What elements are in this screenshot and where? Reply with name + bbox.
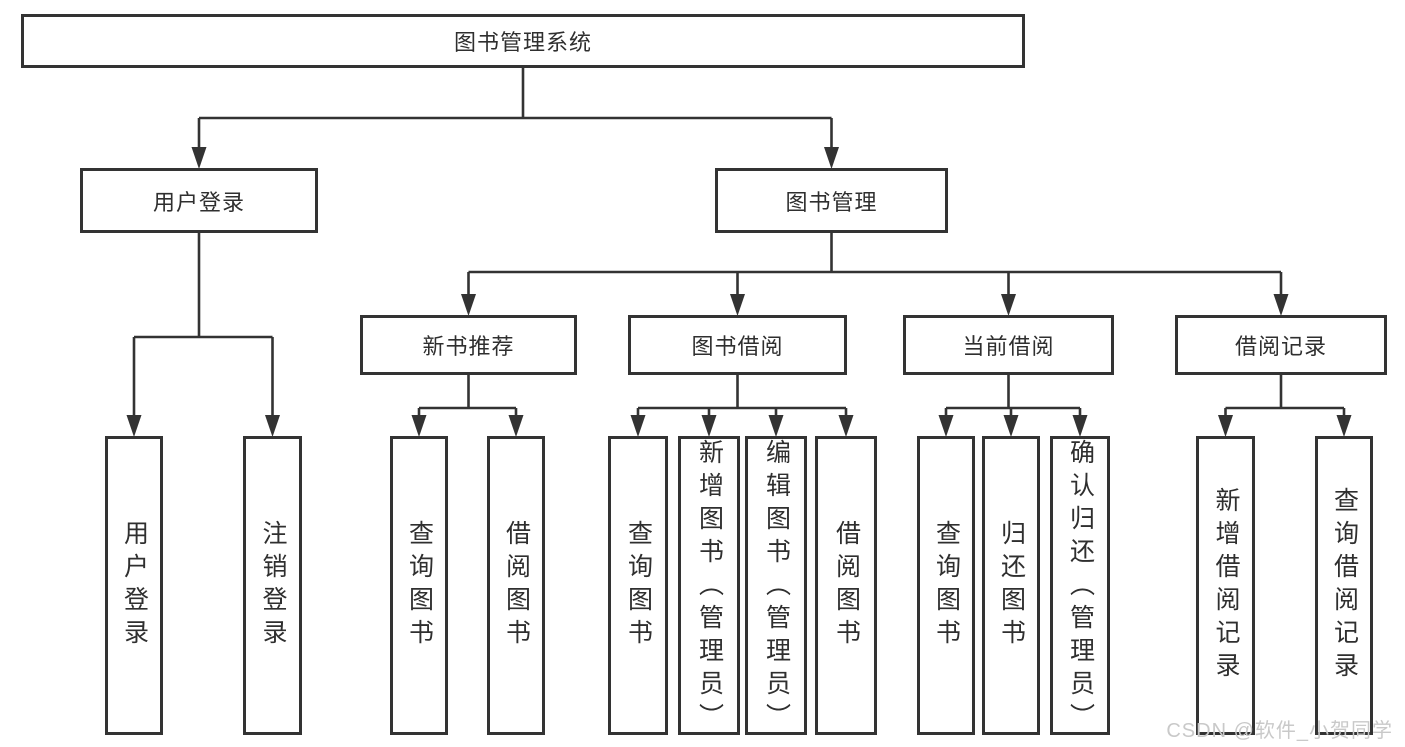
node-cb-query-books: 查询图书 xyxy=(917,436,975,735)
node-label: 借阅图书 xyxy=(502,519,531,652)
node-label: 当前借阅 xyxy=(962,334,1055,359)
node-login: 用户登录 xyxy=(105,436,163,735)
node-bb-borrow-books: 借阅图书 xyxy=(815,436,877,735)
node-bb-query-books: 查询图书 xyxy=(608,436,668,735)
node-rec-borrow-books: 借阅图书 xyxy=(487,436,545,735)
node-br-add-record: 新增借阅记录 xyxy=(1196,436,1255,735)
node-bb-add-books: 新增图书（管理员） xyxy=(678,436,740,736)
node-br-query-record: 查询借阅记录 xyxy=(1315,436,1373,735)
node-label: 借阅图书 xyxy=(832,519,861,652)
node-label: 注销登录 xyxy=(259,519,287,652)
node-rec-query-books: 查询图书 xyxy=(390,436,448,735)
node-label: 新书推荐 xyxy=(422,334,515,359)
node-label: 借阅记录 xyxy=(1234,334,1327,359)
node-label: 查询借阅记录 xyxy=(1330,486,1359,685)
node-current-borrow: 当前借阅 xyxy=(903,315,1114,375)
node-label: 查询图书 xyxy=(405,519,434,652)
node-new-book-rec: 新书推荐 xyxy=(360,315,577,375)
node-label: 图书管理系统 xyxy=(453,30,592,55)
node-label: 图书管理 xyxy=(785,189,878,215)
node-bb-edit-books: 编辑图书（管理员） xyxy=(745,436,807,736)
node-label: 查询图书 xyxy=(624,519,653,652)
node-label: 用户登录 xyxy=(120,519,149,652)
node-logout: 注销登录 xyxy=(243,436,302,735)
node-label: 图书借阅 xyxy=(691,334,784,359)
node-user-login: 用户登录 xyxy=(80,168,318,233)
node-label: 查询图书 xyxy=(932,519,961,652)
node-borrow-records: 借阅记录 xyxy=(1175,315,1387,375)
node-book-borrow: 图书借阅 xyxy=(628,315,847,375)
node-label: 归还图书 xyxy=(997,519,1026,652)
node-label: 编辑图书（管理员） xyxy=(762,439,791,736)
node-book-mgmt: 图书管理 xyxy=(715,168,948,233)
node-cb-confirm-return: 确认归还（管理员） xyxy=(1050,436,1110,736)
node-label: 新增图书（管理员） xyxy=(695,439,724,736)
node-label: 用户登录 xyxy=(152,189,245,215)
node-label: 确认归还（管理员） xyxy=(1066,439,1095,736)
node-cb-return-books: 归还图书 xyxy=(982,436,1040,735)
watermark: CSDN @软件_小贺同学 xyxy=(1166,720,1393,742)
node-root: 图书管理系统 xyxy=(21,14,1025,68)
node-label: 新增借阅记录 xyxy=(1212,486,1240,685)
